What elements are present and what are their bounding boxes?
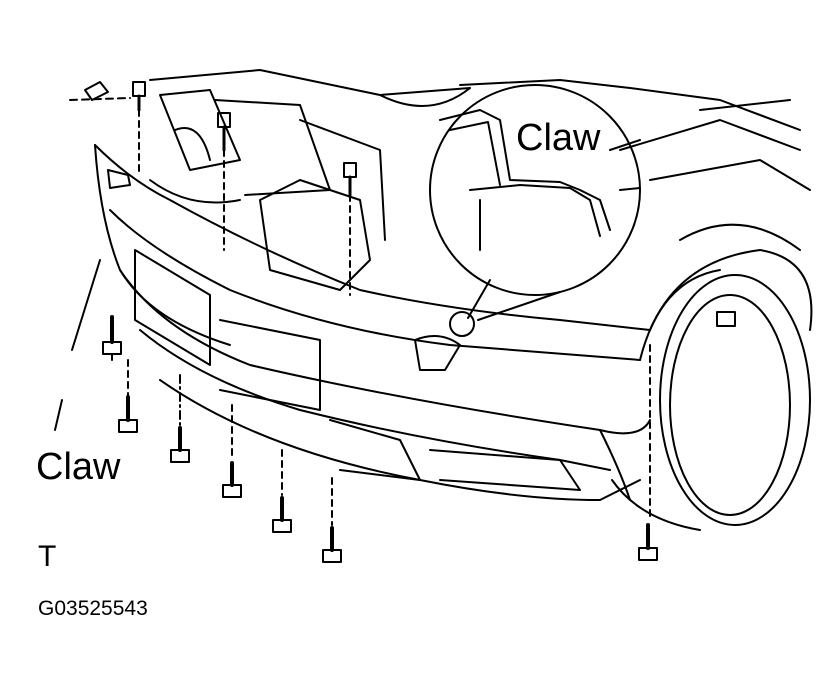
upper-bolts: [132, 81, 357, 296]
bolt-lower-5: [272, 449, 292, 533]
leader-lines: [54, 81, 131, 431]
wheel: [611, 249, 813, 531]
claw-label-inset: Claw: [516, 117, 601, 159]
bolt-lower-4: [222, 404, 242, 498]
bolt-upper-3: [343, 162, 357, 296]
lower-bolts: [102, 311, 736, 563]
figure-code: G03525543: [38, 597, 148, 620]
bolt-lower-1: [102, 315, 122, 361]
car-body-outline: [149, 69, 811, 251]
headlight-area: [149, 89, 386, 291]
bolt-lower-7: [638, 311, 736, 561]
claw-label-left: Claw: [36, 446, 121, 488]
bolt-upper-1: [132, 81, 146, 176]
bolt-lower-6: [322, 477, 342, 563]
bumper-cover: [94, 144, 651, 501]
corner-mark: T: [38, 540, 57, 573]
claw-detail-inset: [429, 84, 641, 337]
bolt-upper-2: [217, 112, 231, 251]
bolt-lower-3: [170, 374, 190, 463]
bolt-lower-2: [118, 359, 138, 433]
